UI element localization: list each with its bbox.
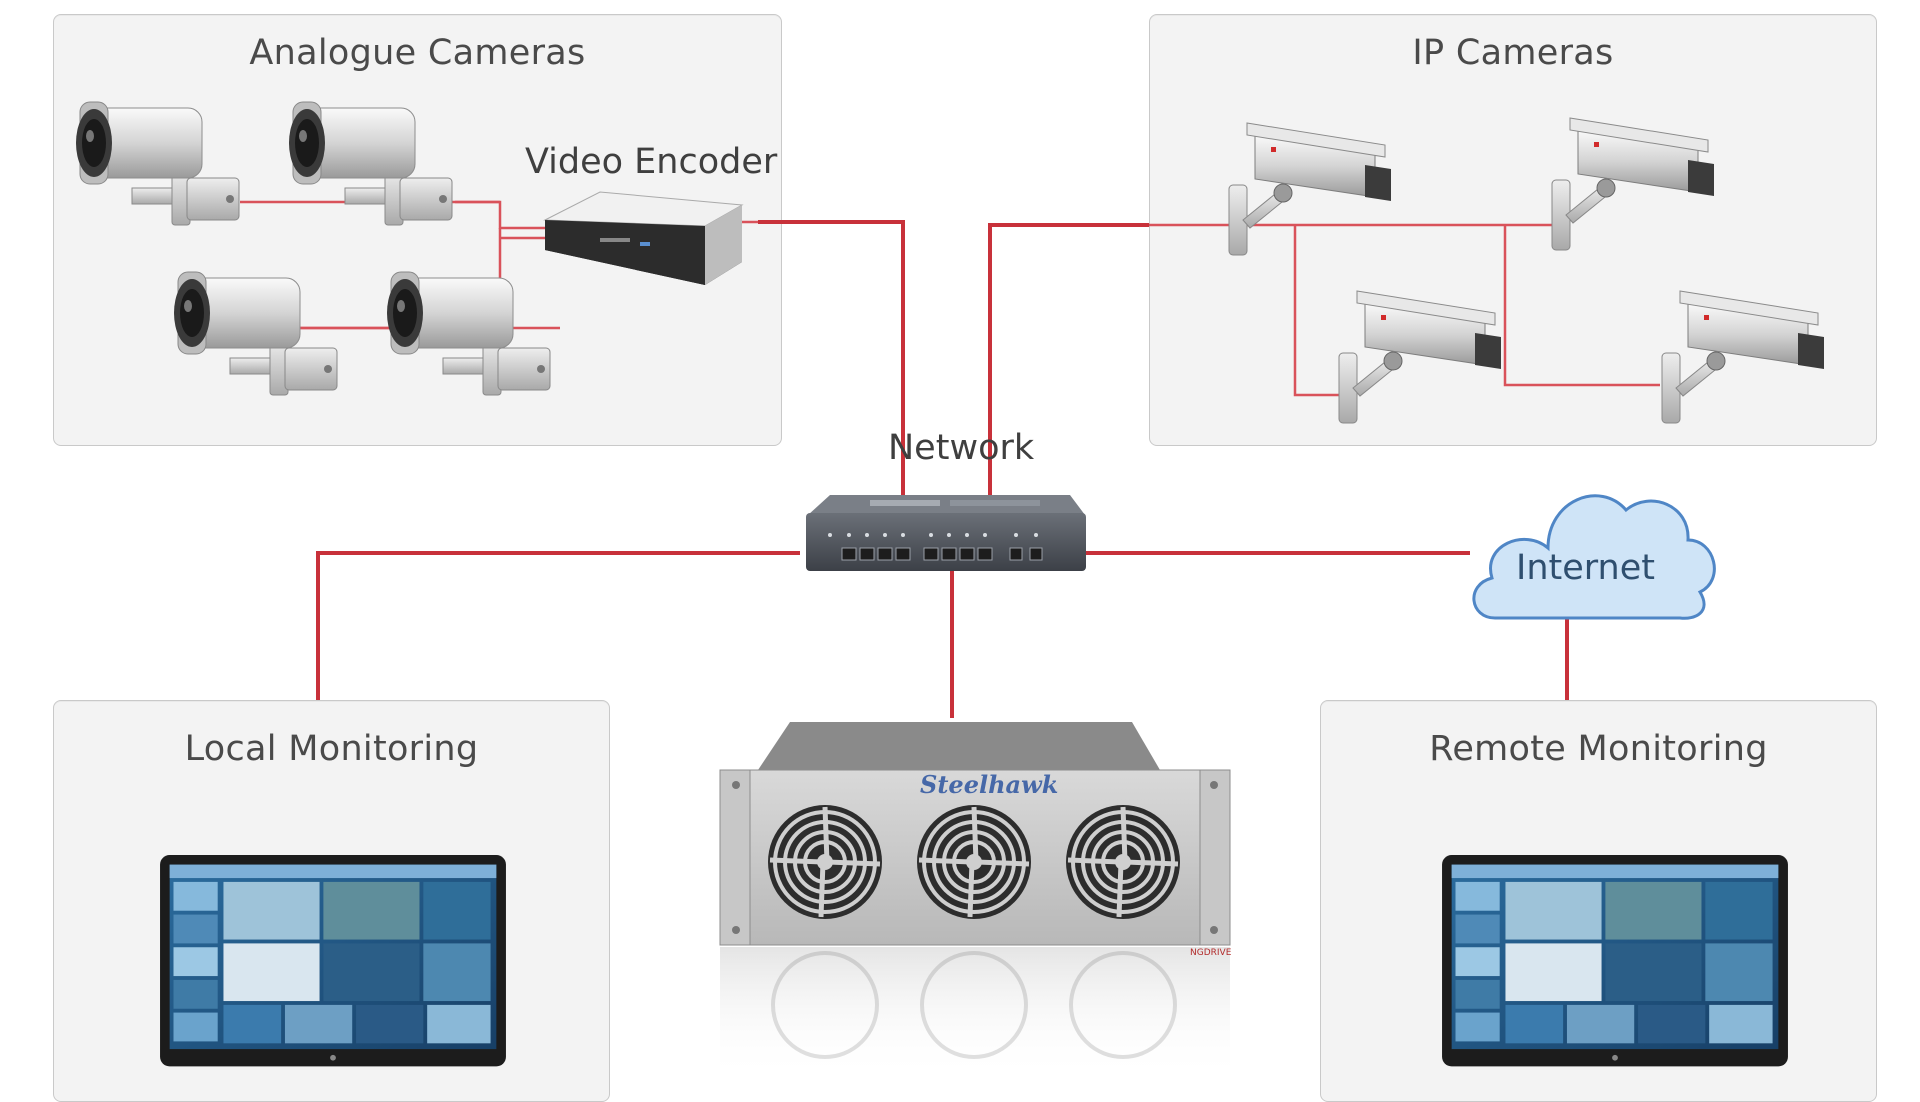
fan-icon <box>917 805 1031 919</box>
monitor-icon <box>1442 855 1788 1067</box>
video-encoder-icon <box>543 191 744 285</box>
network-switch-icon <box>806 495 1086 571</box>
fan-icon <box>768 805 882 919</box>
video-encoder-label: Video Encoder <box>525 142 778 182</box>
ip-camera-icon <box>1338 290 1502 424</box>
bullet-camera-icon <box>173 271 338 396</box>
ip-camera-icon <box>1228 122 1392 256</box>
bullet-camera-icon <box>386 271 551 396</box>
bullet-camera-icon <box>288 101 453 226</box>
local-monitoring-title: Local Monitoring <box>184 729 479 769</box>
fan-icon <box>1066 805 1180 919</box>
link-ip-cameras-to-switch <box>988 223 1149 500</box>
ip-cameras-panel: IP Cameras <box>1149 14 1877 446</box>
network-label: Network <box>888 428 1035 468</box>
server-brand: Steelhawk <box>920 770 1059 799</box>
remote-monitoring-title: Remote Monitoring <box>1429 729 1768 769</box>
analogue-cameras-title: Analogue Cameras <box>249 33 586 73</box>
link-encoder-to-switch <box>758 220 905 500</box>
ip-camera-icon <box>1661 290 1825 424</box>
internet-label: Internet <box>1516 548 1655 588</box>
rack-server-icon <box>719 722 1231 1080</box>
cloud-icon <box>1472 494 1716 620</box>
monitor-icon <box>160 855 506 1067</box>
ip-camera-icon <box>1551 117 1715 251</box>
connection-lines <box>316 220 1569 718</box>
server-badge: NGDRIVE <box>1190 948 1232 958</box>
link-switch-to-local <box>316 551 800 700</box>
bullet-camera-icon <box>75 101 240 226</box>
ip-cameras-title: IP Cameras <box>1412 33 1614 73</box>
